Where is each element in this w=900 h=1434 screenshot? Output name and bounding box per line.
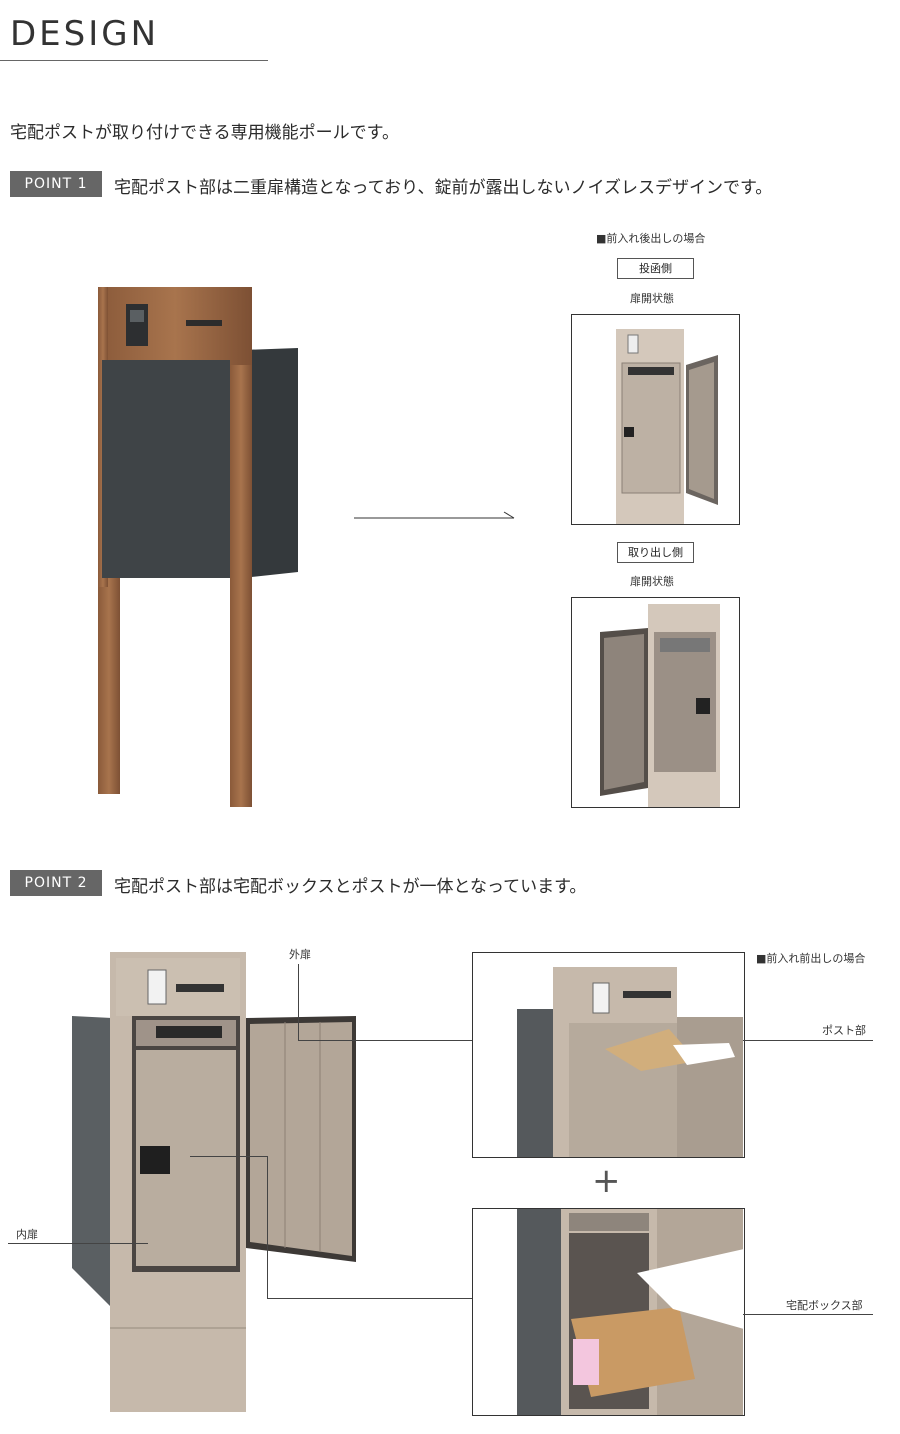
label-post-part: ポスト部 — [822, 1024, 866, 1037]
product-image-champagne-post — [66, 948, 366, 1418]
point2-badge: POINT 2 — [10, 870, 102, 896]
section-title: DESIGN — [10, 14, 160, 54]
insert-side-state: 扉開状態 — [630, 292, 674, 305]
point1-text: 宅配ポスト部は二重扉構造となっており、錠前が露出しないノイズレスデザインです。 — [114, 178, 773, 198]
point2-text: 宅配ポスト部は宅配ボックスとポストが一体となっています。 — [114, 877, 587, 897]
image-post-part — [472, 952, 745, 1158]
image-box-part — [472, 1208, 745, 1416]
case-label-front-in-front-out: ■前入れ前出しの場合 — [756, 952, 866, 965]
image-insert-side-open — [571, 314, 740, 525]
title-underline — [0, 60, 268, 61]
plus-icon: + — [592, 1161, 621, 1201]
case-label-front-in-back-out: ■前入れ後出しの場合 — [596, 232, 706, 245]
label-inner-door: 内扉 — [16, 1228, 38, 1241]
callout-line-box-h1 — [190, 1156, 268, 1157]
intro-text: 宅配ポストが取り付けできる専用機能ポールです。 — [10, 123, 399, 143]
takeout-side-label: 取り出し側 — [617, 542, 694, 563]
callout-line-inner-door — [8, 1243, 148, 1244]
arrow-right-icon — [354, 510, 519, 524]
insert-side-label: 投函側 — [617, 258, 694, 279]
label-box-part: 宅配ボックス部 — [786, 1299, 863, 1312]
callout-line-post-part — [743, 1040, 873, 1041]
callout-line-box-v — [267, 1156, 268, 1298]
label-outer-door: 外扉 — [289, 948, 311, 961]
product-image-wood-post — [90, 282, 305, 812]
callout-line-outer-door-h — [298, 1040, 472, 1041]
takeout-side-state: 扉開状態 — [630, 575, 674, 588]
callout-line-outer-door — [298, 964, 299, 1040]
callout-line-box-part — [743, 1314, 873, 1315]
callout-line-box-h2 — [267, 1298, 472, 1299]
image-takeout-side-open — [571, 597, 740, 808]
point1-badge: POINT 1 — [10, 171, 102, 197]
